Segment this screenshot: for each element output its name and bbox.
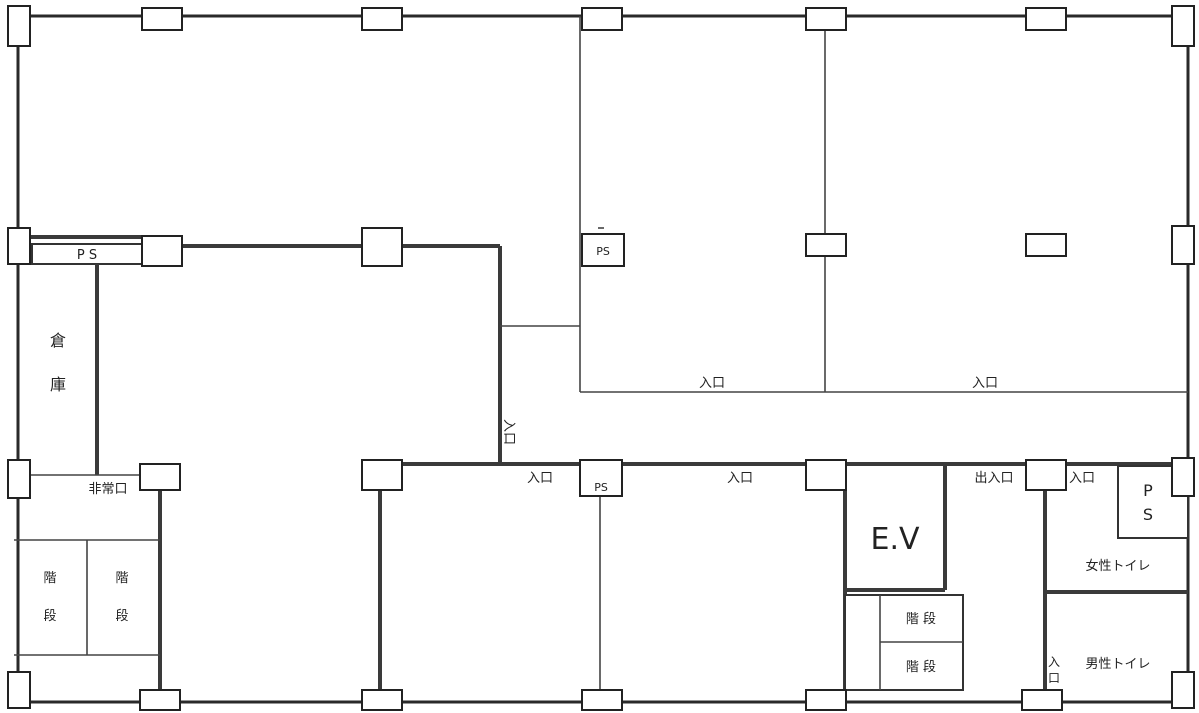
- stairs-right-a: 階 段: [906, 612, 936, 627]
- column: [139, 689, 181, 711]
- emergency-exit-label: 非常口: [88, 482, 127, 497]
- ps-label-top-left: P S: [77, 248, 97, 263]
- entrance-b: 入口: [972, 376, 998, 391]
- entrance-c: 入口: [527, 471, 553, 486]
- column: [805, 689, 847, 711]
- interior-walls: [14, 16, 1189, 700]
- column: [7, 227, 31, 265]
- elevator-label: E.V: [870, 522, 919, 557]
- column: [7, 671, 31, 709]
- column: [7, 5, 31, 47]
- column: [1171, 5, 1195, 47]
- column: [1171, 671, 1195, 709]
- column: [361, 7, 403, 31]
- column: [1025, 459, 1067, 491]
- column: [141, 235, 183, 267]
- ps-label-right-p: P: [1143, 481, 1153, 500]
- column: [139, 463, 181, 491]
- ps-label-lower: PS: [594, 481, 608, 494]
- stairs-left-a2: 段: [43, 609, 56, 624]
- column: [805, 459, 847, 491]
- stairs-right-b: 階 段: [906, 660, 936, 675]
- entrance-a: 入口: [699, 376, 725, 391]
- womens-toilet-label: 女性トイレ: [1085, 558, 1150, 574]
- room-labels: P S PS PS P S 倉 庫 非常口 階 段 階 段 入口 入口 入口 入…: [43, 245, 1153, 685]
- exit-entrance-label: 出入口: [974, 471, 1013, 486]
- entrance-e: 入口: [1069, 471, 1095, 486]
- entrance-f-2: 口: [1048, 671, 1060, 685]
- column: [361, 459, 403, 491]
- column: [805, 233, 847, 257]
- column: [1025, 233, 1067, 257]
- column: [1171, 225, 1195, 265]
- ps-shaft-mid: [581, 233, 625, 267]
- storage-label-1: 倉: [50, 331, 66, 350]
- ps-label-right-s: S: [1143, 505, 1153, 524]
- entrance-f-1: 入: [1048, 655, 1060, 669]
- outer-walls: [16, 14, 1190, 704]
- columns: [7, 5, 1195, 711]
- column: [1171, 457, 1195, 497]
- column: [361, 227, 403, 267]
- ps-label-mid: PS: [596, 245, 610, 258]
- column: [1025, 7, 1067, 31]
- ps-shaft-lower: [579, 459, 623, 497]
- column: [1021, 689, 1063, 711]
- column: [361, 689, 403, 711]
- entrance-d: 入口: [727, 471, 753, 486]
- column: [141, 7, 183, 31]
- column: [581, 7, 623, 31]
- stairs-left-b2: 段: [115, 609, 128, 624]
- stairs-left-b1: 階: [115, 571, 128, 586]
- mens-toilet-label: 男性トイレ: [1085, 657, 1150, 672]
- entrance-vertical: 入口: [501, 419, 516, 445]
- stairs-left-a1: 階: [43, 571, 56, 586]
- column: [7, 459, 31, 499]
- storage-label-2: 庫: [50, 375, 66, 394]
- column: [805, 7, 847, 31]
- column: [581, 689, 623, 711]
